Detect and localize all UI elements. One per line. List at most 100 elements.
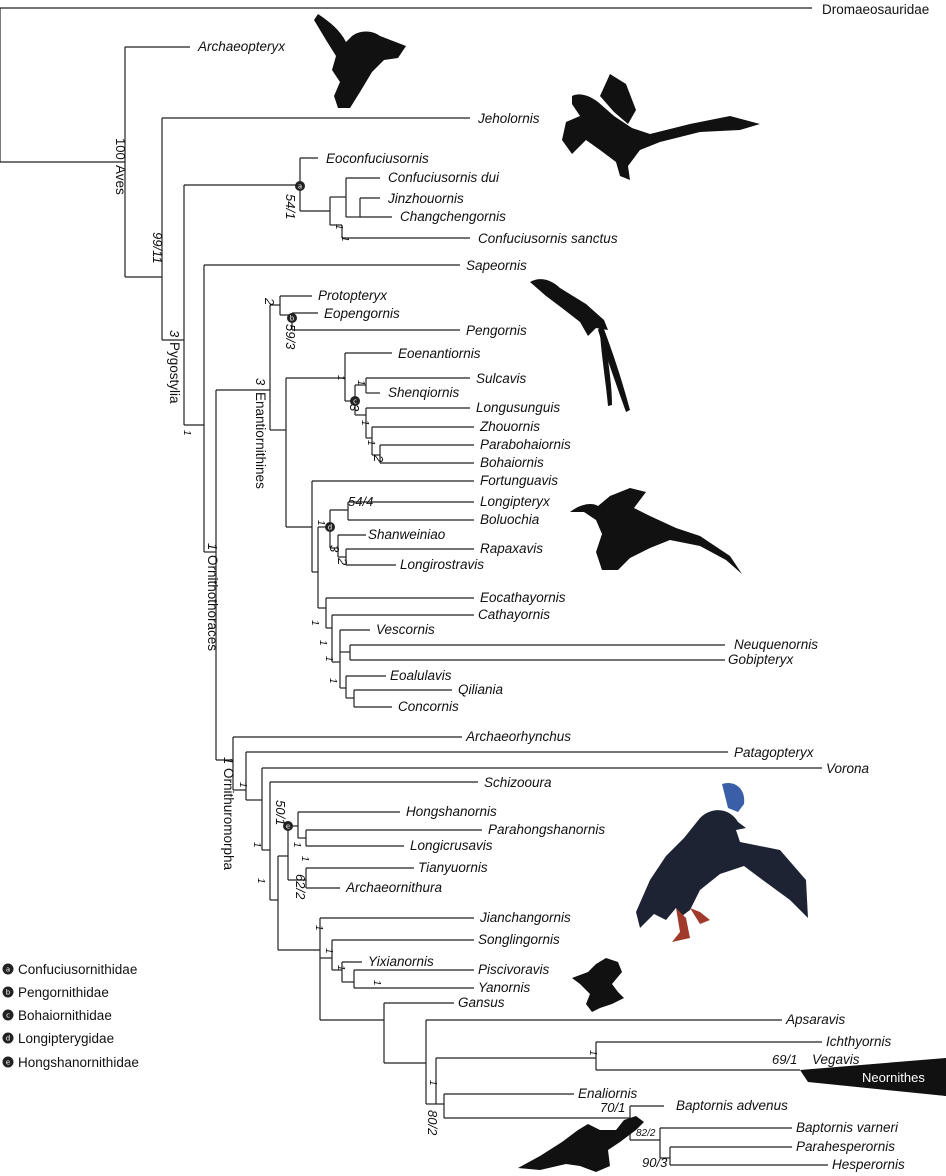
svg-text:b: b <box>290 315 295 323</box>
taxon-baptornis-advenus: Baptornis advenus <box>676 1098 788 1113</box>
taxon-gansus: Gansus <box>458 995 505 1010</box>
taxon-eoenantiornis: Eoenantiornis <box>398 346 481 361</box>
support-ornithurae: 1 <box>427 1080 438 1086</box>
legend-item-longipterygidae: d Longipterygidae <box>2 1031 114 1046</box>
taxon-concornis: Concornis <box>398 699 459 714</box>
clade-ornithothoraces: Ornithothoraces <box>205 555 220 651</box>
tree-branches <box>0 7 828 1166</box>
yanornis-silhouette <box>572 958 624 1012</box>
support-tianyuornis: 62/2 <box>293 874 308 900</box>
support-hongshanornithidae: 50/1 <box>273 800 288 825</box>
svg-text:Hongshanornithidae: Hongshanornithidae <box>18 1055 139 1070</box>
svg-text:d: d <box>328 524 332 532</box>
taxon-bohaiornis: Bohaiornis <box>480 455 544 470</box>
taxon-archaeopteryx: Archaeopteryx <box>197 39 286 54</box>
taxon-eocathayornis: Eocathayornis <box>480 590 566 605</box>
support-pengornithidae: 59/3 <box>283 324 298 350</box>
jeholornis-silhouette <box>562 74 760 180</box>
support-jianchangornis: 1 <box>255 878 266 884</box>
taxon-changchengornis: Changchengornis <box>400 209 506 224</box>
support-bohaiornithidae: 3 <box>347 404 362 412</box>
support-vescornis: 1 <box>323 656 334 662</box>
taxon-songlingornis: Songlingornis <box>478 932 560 947</box>
support-confuciusornithidae: 54/1 <box>283 194 298 219</box>
clade-ornithuromorpha: Ornithuromorpha <box>221 768 236 871</box>
pengornis-silhouette <box>530 279 630 412</box>
node-badge-b: b <box>287 313 297 323</box>
legend: a Confuciusornithidae b Pengornithidae c… <box>2 962 139 1070</box>
support-patagopteryx: 1 <box>237 782 248 788</box>
support-pygostylia: 3 <box>167 330 182 338</box>
taxon-parabohaiornis: Parabohaiornis <box>480 437 571 452</box>
longipterygid-silhouette <box>570 488 742 574</box>
svg-text:a: a <box>6 966 10 974</box>
taxon-jeholornis: Jeholornis <box>477 111 540 126</box>
support-hongshan-inner: 1 <box>291 842 302 848</box>
svg-text:Confuciusornithidae: Confuciusornithidae <box>18 962 137 977</box>
taxon-zhouornis: Zhouornis <box>479 419 540 434</box>
support-songlingornis: 1 <box>313 925 324 931</box>
svg-text:Pengornithidae: Pengornithidae <box>18 985 109 1000</box>
taxon-eoalulavis: Eoalulavis <box>390 668 452 683</box>
neornithes-label: Neornithes <box>862 1070 925 1085</box>
taxon-boluochia: Boluochia <box>480 512 540 527</box>
support-aves: 100 <box>113 138 128 160</box>
taxon-vegavis: Vegavis <box>812 1052 860 1067</box>
support-bohaiornis: 2 <box>371 454 386 463</box>
taxon-confuciusornis-dui: Confuciusornis dui <box>388 170 500 185</box>
clade-aves: Aves <box>113 165 128 195</box>
support-longipteryx: 54/4 <box>348 494 373 509</box>
svg-text:b: b <box>6 989 11 997</box>
support-confucius-inner: 1 <box>333 224 344 230</box>
taxon-qiliania: Qiliania <box>458 682 504 697</box>
support-pygostylia-node: 99/11 <box>150 232 165 264</box>
svg-text:c: c <box>6 1012 10 1020</box>
taxon-parahesperornis: Parahesperornis <box>796 1139 895 1154</box>
support-vegavis: 69/1 <box>772 1052 797 1067</box>
support-eocathayornis: 1 <box>309 620 320 626</box>
taxon-schizooura: Schizooura <box>484 775 552 790</box>
node-badge-e: e <box>283 821 293 831</box>
taxon-archaeorhynchus: Archaeorhynchus <box>465 729 571 744</box>
taxon-sulcavis: Sulcavis <box>476 371 527 386</box>
taxon-eoconfuciusornis: Eoconfuciusornis <box>326 151 429 166</box>
legend-item-hongshanornithidae: e Hongshanornithidae <box>2 1055 139 1070</box>
taxon-jianchangornis: Jianchangornis <box>479 910 571 925</box>
svg-text:Longipterygidae: Longipterygidae <box>18 1031 114 1046</box>
taxon-hesperornis: Hesperornis <box>832 1157 905 1172</box>
node-badge-a: a <box>295 181 305 191</box>
taxon-rapaxavis: Rapaxavis <box>480 541 543 556</box>
legend-item-confuciusornithidae: a Confuciusornithidae <box>2 962 137 977</box>
support-songling-inner: 1 <box>371 980 382 986</box>
support-sulcavis: 1 <box>355 380 366 386</box>
taxon-tianyuornis: Tianyuornis <box>418 860 488 875</box>
taxon-vescornis: Vescornis <box>376 622 435 637</box>
taxon-longusunguis: Longusunguis <box>476 400 560 415</box>
clade-enantiornithines: Enantiornithines <box>253 392 268 489</box>
svg-text:d: d <box>6 1035 10 1043</box>
support-parabohaiornis: 1 <box>365 440 376 446</box>
support-enantiornithines: 3 <box>253 378 268 386</box>
support-enantio-base: 2 <box>262 297 277 306</box>
svg-text:e: e <box>286 823 290 831</box>
taxon-parahongshanornis: Parahongshanornis <box>488 822 605 837</box>
svg-text:a: a <box>298 183 302 191</box>
support-eoenantiornis: 1 <box>335 375 346 381</box>
hesperornis-silhouette <box>518 1116 644 1172</box>
taxon-gobipteryx: Gobipteryx <box>728 652 795 667</box>
taxon-archaeornithura: Archaeornithura <box>345 880 443 895</box>
node-badge-d: d <box>325 522 335 532</box>
taxon-eopengornis: Eopengornis <box>324 306 400 321</box>
taxon-sapeornis: Sapeornis <box>466 258 527 273</box>
support-eoalulavis: 1 <box>327 678 338 684</box>
taxon-shenqiornis: Shenqiornis <box>388 385 460 400</box>
taxon-longicrusavis: Longicrusavis <box>410 838 493 853</box>
taxon-enaliornis: Enaliornis <box>578 1086 638 1101</box>
support-cathayornis: 1 <box>317 640 328 646</box>
taxon-fortunguavis: Fortunguavis <box>480 473 558 488</box>
clade-pygostylia: Pygostylia <box>167 342 182 404</box>
support-piscivoravis: 1 <box>335 965 346 971</box>
legend-item-pengornithidae: b Pengornithidae <box>2 985 109 1000</box>
taxon-jinzhouornis: Jinzhouornis <box>387 191 464 206</box>
